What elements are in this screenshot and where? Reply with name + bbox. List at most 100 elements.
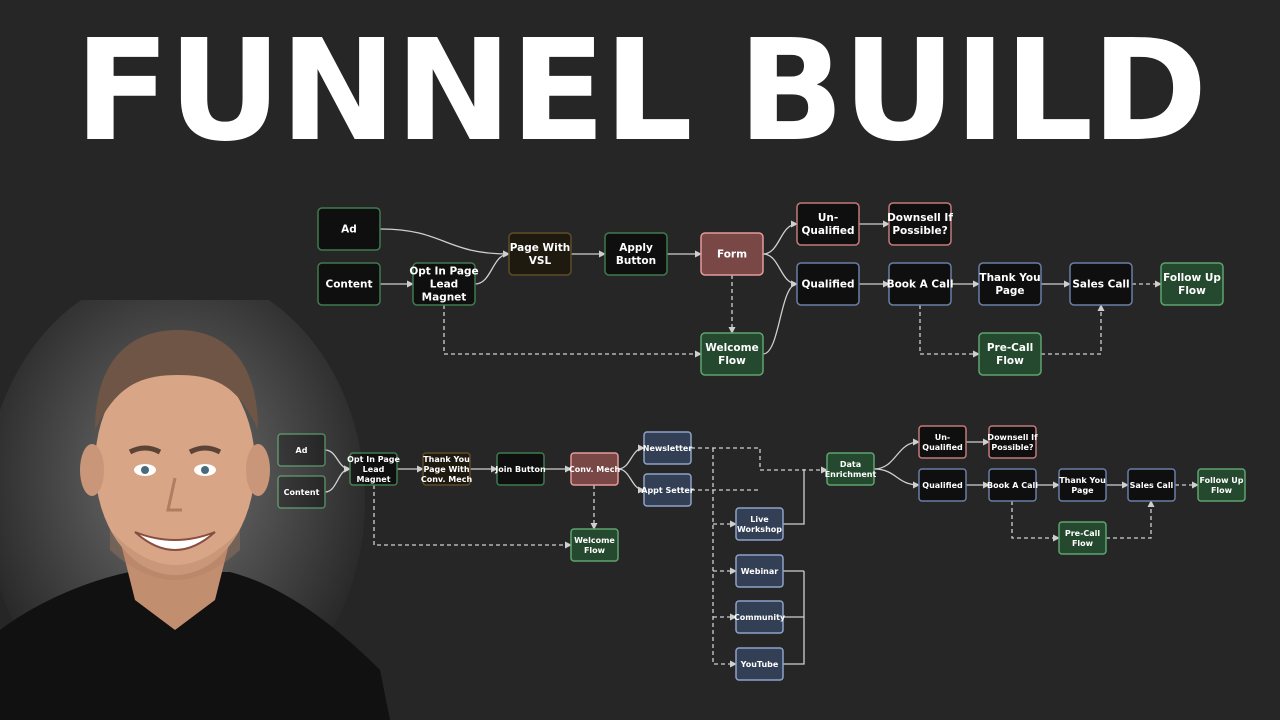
node-box — [508, 232, 572, 276]
node-box — [978, 262, 1042, 306]
node-book: Book A Call — [987, 468, 1038, 502]
node-label: Flow — [718, 355, 746, 367]
node-label: VSL — [529, 255, 552, 267]
node-sales: Sales Call — [1069, 262, 1133, 306]
node-box — [918, 425, 967, 459]
node-label: Book A Call — [887, 279, 954, 291]
connector — [762, 280, 798, 355]
node-label: Qualified — [801, 279, 854, 291]
node-label: Book A Call — [987, 481, 1038, 490]
node-label: Workshop — [737, 525, 782, 534]
node-box — [604, 232, 668, 276]
node-box — [1127, 468, 1176, 502]
node-label: Qualified — [801, 225, 854, 237]
node-box — [317, 207, 381, 251]
node-box — [1160, 262, 1224, 306]
node-label: Webinar — [741, 567, 779, 576]
node-label: Appt Setter — [641, 486, 694, 495]
node-label: Possible? — [991, 443, 1034, 452]
node-box — [570, 528, 619, 562]
node-box — [1058, 468, 1107, 502]
node-label: Data — [840, 460, 861, 469]
node-label: Flow — [1178, 285, 1206, 297]
connector — [617, 468, 645, 494]
node-box — [700, 332, 764, 376]
node-label: Page With — [510, 242, 570, 254]
node-box — [643, 473, 692, 507]
connector — [1041, 304, 1105, 355]
node-label: Magnet — [356, 475, 390, 484]
node-box — [1058, 521, 1107, 555]
node-label: Thank You — [423, 455, 470, 464]
node-box — [826, 452, 875, 486]
bottom-funnel-connectors — [324, 438, 1199, 668]
node-label: Un- — [818, 212, 838, 224]
node-label: Opt In Page — [409, 266, 478, 278]
node-label: Page — [1071, 486, 1094, 495]
node-join: Join Button — [494, 452, 546, 486]
connector — [691, 447, 828, 474]
node-label: Button — [616, 255, 656, 267]
node-label: Newsletter — [643, 444, 693, 453]
node-box — [643, 431, 692, 465]
connector — [373, 485, 572, 549]
top-funnel-connectors — [379, 220, 1162, 358]
node-box — [1069, 262, 1133, 306]
connector — [617, 444, 645, 470]
connector — [443, 305, 702, 358]
node-box — [796, 262, 860, 306]
node-label: Page — [995, 285, 1024, 297]
node-box — [317, 262, 381, 306]
node-box — [570, 452, 619, 486]
node-label: Pre-Call — [987, 342, 1033, 354]
node-label: Possible? — [892, 225, 947, 237]
connector — [379, 228, 510, 258]
node-box — [918, 468, 967, 502]
node-label: Follow Up — [1199, 476, 1243, 485]
node-label: Flow — [1072, 539, 1094, 548]
connector — [1106, 500, 1155, 539]
node-webinar: Webinar — [735, 554, 784, 588]
node-label: Pre-Call — [1065, 529, 1101, 538]
node-label: Ad — [341, 224, 357, 236]
node-label: Community — [734, 613, 786, 622]
node-content: Content — [317, 262, 381, 306]
node-box — [888, 202, 952, 246]
connector — [762, 253, 798, 288]
node-box — [888, 262, 952, 306]
page-title: FUNNEL BUILD — [74, 10, 1207, 173]
node-form: Form — [700, 232, 764, 276]
node-label: Content — [325, 279, 372, 291]
node-box — [735, 647, 784, 681]
node-sales: Sales Call — [1127, 468, 1176, 502]
node-label: Page With — [423, 465, 469, 474]
node-community: Community — [734, 600, 786, 634]
connector — [762, 220, 798, 255]
node-label: Welcome — [574, 536, 615, 545]
node-label: YouTube — [740, 660, 779, 669]
node-unqual: Un-Qualified — [918, 425, 967, 459]
node-box — [422, 452, 471, 486]
node-label: Apply — [619, 242, 653, 254]
node-label: Un- — [935, 433, 951, 442]
node-label: Live — [750, 515, 769, 524]
node-label: Conv. Mech — [569, 465, 621, 474]
node-label: Flow — [996, 355, 1024, 367]
node-label: Sales Call — [1072, 279, 1129, 291]
presenter-photo — [0, 300, 390, 720]
node-label: Downsell If — [887, 212, 953, 224]
node-label: Welcome — [705, 342, 758, 354]
node-label: Qualified — [922, 481, 963, 490]
